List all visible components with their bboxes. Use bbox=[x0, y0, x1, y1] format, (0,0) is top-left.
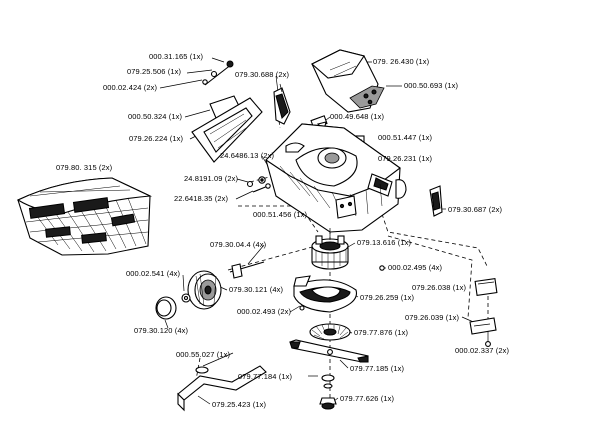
part-label: 000.02.493 (2x) bbox=[237, 307, 292, 316]
part-label: 22.6418.35 (2x) bbox=[174, 194, 229, 203]
part-label: 000.51.447 (1x) bbox=[378, 133, 433, 142]
part-label: 079.30.687 (2x) bbox=[448, 205, 503, 214]
motor bbox=[311, 228, 349, 270]
part-label: 000.02.337 (2x) bbox=[455, 346, 510, 355]
part-label: 079.26.259 (1x) bbox=[360, 293, 415, 302]
part-label: 079.25.423 (1x) bbox=[212, 400, 267, 409]
part-label: 079.77.185 (1x) bbox=[350, 364, 405, 373]
part-label: 079.77.184 (1x) bbox=[238, 372, 293, 381]
part-label: 079.25.506 (1x) bbox=[127, 67, 182, 76]
motor-cover bbox=[311, 49, 385, 113]
part-label: 079.26.039 (1x) bbox=[405, 313, 460, 322]
blade-fixings bbox=[319, 374, 337, 410]
part-label: 079.80. 315 (2x) bbox=[56, 163, 113, 172]
part-label: 000.51.456 (1x) bbox=[253, 210, 308, 219]
blade bbox=[289, 339, 369, 363]
part-label: 079.26.038 (1x) bbox=[412, 283, 467, 292]
bracket-rod bbox=[177, 365, 267, 412]
wheel-assembly bbox=[155, 261, 265, 320]
fan bbox=[309, 323, 351, 341]
handle-parts bbox=[191, 60, 300, 193]
mower-deck bbox=[265, 123, 407, 233]
part-label: 000.50.693 (1x) bbox=[404, 81, 459, 90]
motor-mount bbox=[293, 275, 358, 313]
part-label: 079.26.224 (1x) bbox=[129, 134, 184, 143]
part-label: 079.77.626 (1x) bbox=[340, 394, 395, 403]
part-label: 079.77.876 (1x) bbox=[354, 328, 409, 337]
part-label: 079.13.616 (1x) bbox=[357, 238, 412, 247]
part-label: 079.26.231 (1x) bbox=[378, 154, 433, 163]
part-label: 000.55.027 (1x) bbox=[176, 350, 231, 359]
part-label: 000.31.165 (1x) bbox=[149, 52, 204, 61]
part-label: 079.30.121 (4x) bbox=[229, 285, 284, 294]
part-label: 000.02.495 (4x) bbox=[388, 263, 443, 272]
rear-parts bbox=[299, 185, 498, 347]
part-label: 000.02.424 (2x) bbox=[103, 83, 158, 92]
grass-catcher bbox=[16, 177, 153, 256]
part-label: 24.8191.09 (2x) bbox=[184, 174, 239, 183]
part-label: 000.02.541 (4x) bbox=[126, 269, 181, 278]
part-label: 079.30.688 (2x) bbox=[235, 70, 290, 79]
part-label: 000.49.648 (1x) bbox=[330, 112, 385, 121]
part-label: 079.30.120 (4x) bbox=[134, 326, 189, 335]
part-label: 000.50.324 (1x) bbox=[128, 112, 183, 121]
part-label: 079. 26.430 (1x) bbox=[373, 57, 430, 66]
part-label: 079.30.04.4 (4x) bbox=[210, 240, 267, 249]
part-label: 24.6486.13 (2x) bbox=[220, 151, 275, 160]
